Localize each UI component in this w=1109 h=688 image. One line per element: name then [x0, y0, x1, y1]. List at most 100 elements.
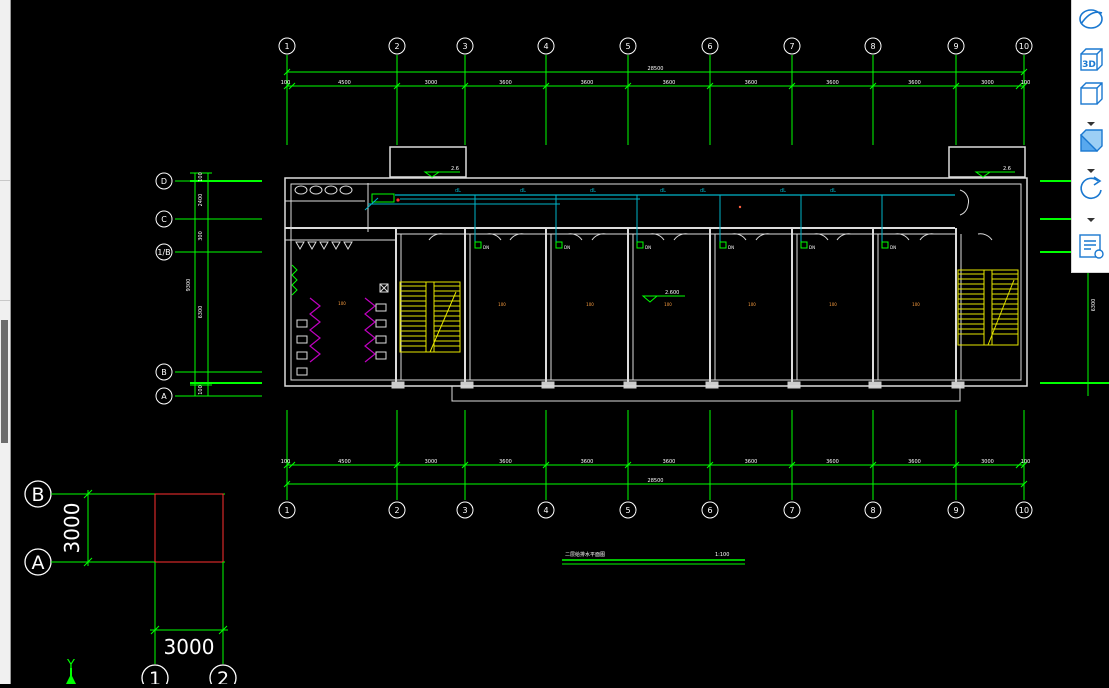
wireframe-view-button[interactable] — [1076, 80, 1106, 108]
axis-bubble-top-label: 9 — [953, 42, 958, 51]
axis-bubble-top-label: 4 — [543, 42, 548, 51]
axis-bubble-top — [947, 37, 965, 55]
floor-drain — [343, 241, 353, 251]
axis-bubble-bottom-label: 9 — [953, 506, 958, 515]
bottom-tick — [952, 461, 960, 469]
door-swing — [673, 233, 689, 241]
bottom-tick — [283, 480, 291, 488]
door-swing — [755, 233, 771, 241]
axis-bubble-bottom-label: 7 — [789, 506, 794, 515]
strip-scroll-handle[interactable] — [1, 320, 8, 443]
column — [541, 381, 555, 389]
floor-drain — [319, 241, 329, 251]
ucs-grid-cell — [154, 493, 224, 563]
axis-bubble-left-label: B — [161, 368, 167, 377]
ucs-bubble-1 — [141, 664, 169, 688]
bottom-dim-text: 3600 — [826, 459, 839, 465]
door-swing — [894, 233, 910, 241]
axis-bubble-top-label: 2 — [394, 42, 399, 51]
axis-bubble-top-label: 3 — [462, 42, 467, 51]
top-tick — [288, 82, 296, 90]
ucs-dim-tick — [150, 625, 160, 635]
axis-bubble-bottom-label: 6 — [707, 506, 712, 515]
washbasin — [294, 185, 308, 195]
axis-bubble-left-label: C — [161, 215, 167, 224]
bottom-tick — [1020, 480, 1028, 488]
staircase-right — [957, 269, 1019, 346]
shaded-dropdown-arrow[interactable] — [1085, 160, 1097, 173]
3d-view-button[interactable]: 3D — [1076, 46, 1106, 74]
chevron-down-icon — [1087, 169, 1095, 173]
toilet-stall — [296, 351, 308, 360]
axis-bubble-bottom-label: 4 — [543, 506, 548, 515]
level-center: 2.600 — [665, 290, 679, 296]
washbasin — [339, 185, 353, 195]
door-swing — [959, 189, 969, 216]
properties-list-icon — [1079, 234, 1104, 259]
bottom-tick — [283, 461, 291, 469]
pipe-label: dL — [700, 188, 706, 194]
rotate-button[interactable] — [1076, 174, 1106, 202]
axis-bubble-bottom — [537, 501, 555, 519]
floor-drain-symbol — [881, 241, 889, 249]
top-tick — [542, 82, 550, 90]
wireframe-dropdown-arrow[interactable] — [1085, 113, 1097, 126]
top-tick — [1020, 68, 1028, 76]
axis-bubble-top — [537, 37, 555, 55]
drawing-scale: 1:100 — [715, 552, 729, 558]
floor-drain-symbol — [636, 241, 644, 249]
axis-bubble-bottom — [1015, 501, 1033, 519]
top-tick — [952, 82, 960, 90]
bottom-tick — [706, 461, 714, 469]
top-tick — [706, 82, 714, 90]
column — [951, 381, 965, 389]
shaded-view-button[interactable] — [1076, 127, 1106, 155]
valve-label: DN — [483, 245, 489, 250]
balcony-outline — [451, 385, 961, 402]
top-dim-text: 3600 — [826, 80, 839, 86]
axis-bubble-top — [456, 37, 474, 55]
orbit-button[interactable] — [1076, 5, 1106, 33]
axis-bubble-top — [701, 37, 719, 55]
level-marker — [641, 295, 659, 303]
drawing-title: 二层给排水平面图 — [565, 551, 605, 558]
valve-label: DN — [564, 245, 570, 250]
bottom-dim-text: 100 — [281, 459, 291, 465]
svg-text:3D: 3D — [1082, 60, 1096, 70]
top-tick — [461, 82, 469, 90]
pipe-label: dL — [590, 188, 596, 194]
bottom-dim-total: 28500 — [648, 478, 664, 484]
axis-bubble-top-label: 1 — [284, 42, 289, 51]
right-dim-text: 6300 — [1091, 299, 1097, 312]
top-tick — [624, 82, 632, 90]
axis-bubble-bottom — [701, 501, 719, 519]
equipment-box — [371, 193, 395, 203]
rotate-dropdown-arrow[interactable] — [1085, 209, 1097, 222]
left-panel-strip[interactable] — [0, 0, 11, 684]
column — [623, 381, 637, 389]
vent-symbol — [291, 274, 298, 286]
axis-bubble-top-label: 6 — [707, 42, 712, 51]
bottom-dim-text: 100 — [1021, 459, 1031, 465]
column — [868, 381, 882, 389]
bottom-tick — [288, 461, 296, 469]
toilet-stall — [375, 351, 387, 360]
valve-point — [738, 205, 742, 209]
properties-button[interactable] — [1076, 232, 1106, 260]
left-dim-text: 300 — [198, 231, 204, 241]
axis-bubble-top-label: 5 — [625, 42, 630, 51]
door-swing — [486, 233, 502, 241]
bottom-tick — [461, 461, 469, 469]
axis-bubble-left — [155, 243, 173, 261]
bottom-tick — [1020, 461, 1028, 469]
left-dim-text: 9300 — [186, 279, 192, 292]
washbasin — [324, 185, 338, 195]
axis-bubble-bottom-label: 2 — [394, 506, 399, 515]
bottom-tick — [542, 461, 550, 469]
pipe-diagonal — [364, 197, 379, 211]
top-dim-text: 3000 — [981, 80, 994, 86]
top-dim-text: 100 — [281, 80, 291, 86]
floor-drain-symbol — [474, 241, 482, 249]
room-mark: 100 — [748, 302, 756, 307]
